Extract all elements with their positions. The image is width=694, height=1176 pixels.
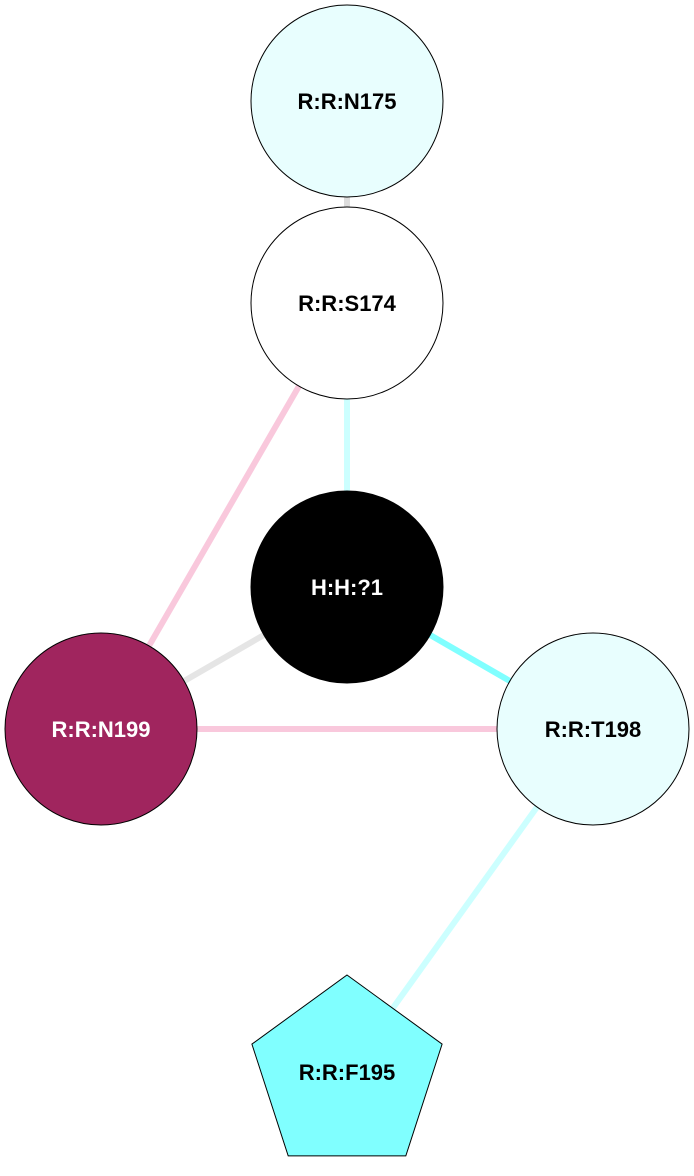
node-label: R:R:N175 — [297, 89, 396, 114]
node-T198[interactable]: R:R:T198 — [496, 632, 690, 826]
node-label: R:R:F195 — [299, 1060, 396, 1085]
node-shape — [250, 206, 444, 400]
node-label: R:R:T198 — [545, 717, 642, 742]
node-label: R:R:N199 — [51, 717, 150, 742]
node-label: R:R:S174 — [298, 291, 397, 316]
node-shape — [250, 490, 444, 684]
node-S174[interactable]: R:R:S174 — [250, 206, 444, 400]
node-H1[interactable]: H:H:?1 — [250, 490, 444, 684]
node-shape — [496, 632, 690, 826]
node-shape — [4, 632, 198, 826]
node-N199[interactable]: R:R:N199 — [4, 632, 198, 826]
node-N175[interactable]: R:R:N175 — [250, 4, 444, 198]
node-label: H:H:?1 — [311, 575, 383, 600]
node-F195[interactable]: R:R:F195 — [251, 974, 443, 1157]
node-shape — [250, 4, 444, 198]
node-shape — [251, 974, 443, 1157]
